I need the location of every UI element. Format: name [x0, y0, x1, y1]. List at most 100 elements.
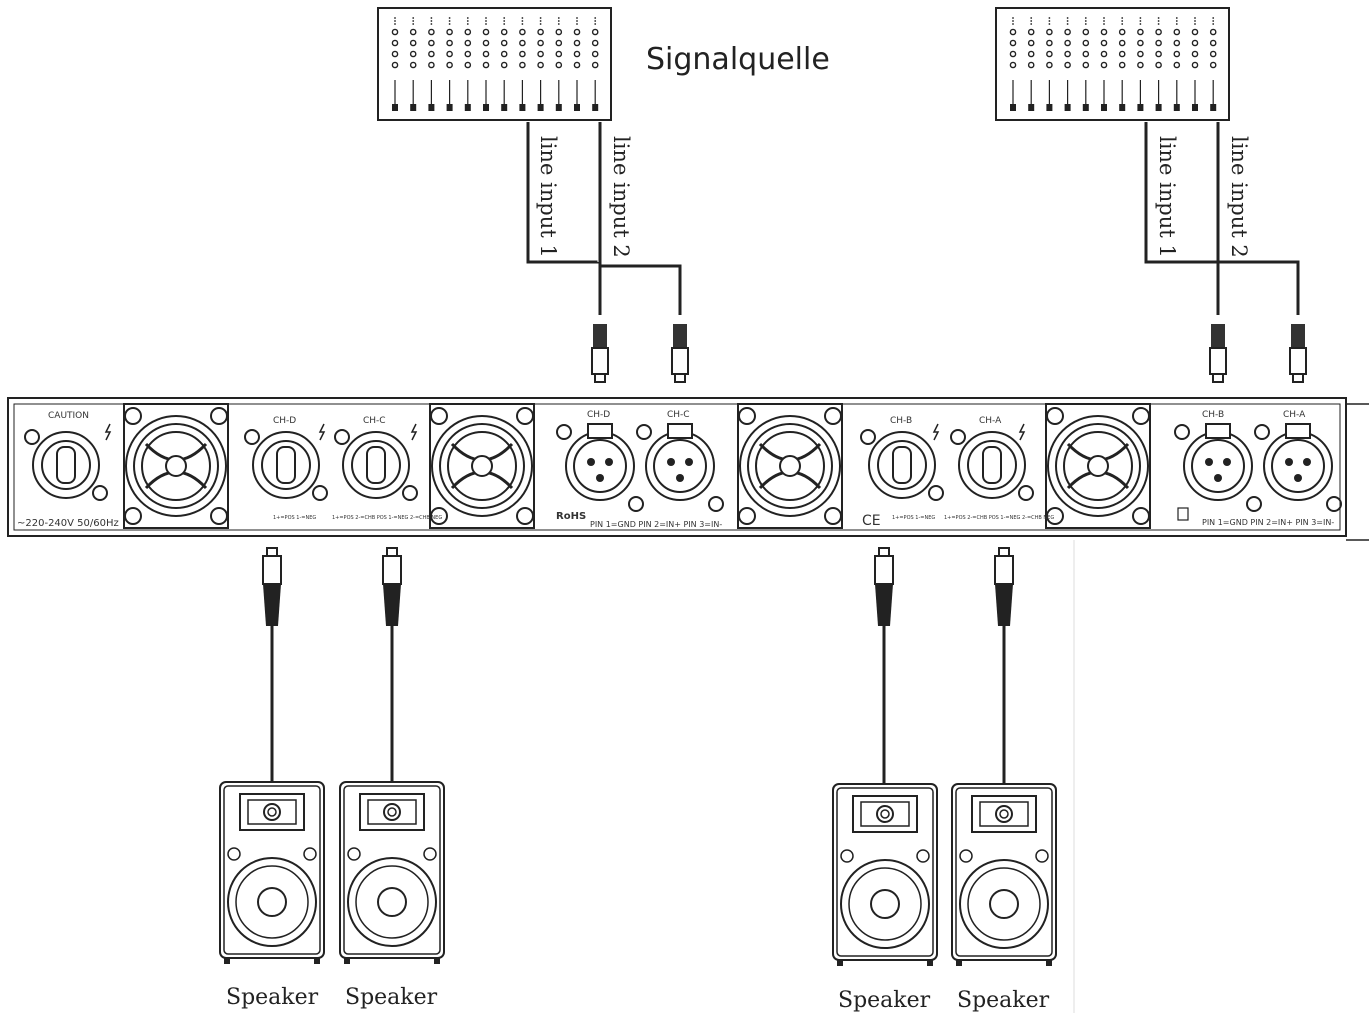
mixer-dot	[1212, 17, 1215, 19]
mixer-knob-icon	[1027, 28, 1035, 36]
mixer-fader-knob	[1173, 104, 1180, 111]
mixer-knob-icon	[1173, 28, 1181, 36]
mixer-fader-knob	[1064, 104, 1071, 111]
mixer-fader-knob	[392, 104, 398, 111]
mixer-knob-icon	[1009, 50, 1017, 58]
mixer-knob-icon	[1064, 50, 1071, 58]
mixer-dot	[557, 17, 560, 19]
mixer-knob-icon	[519, 28, 526, 36]
mixer-dot	[576, 17, 578, 19]
pin-assignment-left: PIN 1=GND PIN 2=IN+ PIN 3=IN-	[590, 520, 722, 529]
mixer-knob-icon	[428, 39, 435, 47]
mixer-dot	[394, 23, 396, 25]
speakon-note-ch-b: 1+=POS 1-=NEG	[892, 515, 935, 521]
mixer-dot	[1066, 17, 1069, 19]
speakon-note-ch-c: 1+=POS 2-=CHB POS 1-=NEG 2-=CHB NEG	[332, 515, 442, 521]
mixer-knob-icon	[1155, 61, 1162, 69]
speakon-plug-icon	[994, 547, 1014, 627]
mixer-dot	[576, 20, 578, 22]
mixer-knob-icon	[1209, 61, 1217, 69]
speakon-label-ch-d: CH-D	[273, 416, 296, 426]
mixer-dot	[1139, 17, 1142, 19]
xlr-plug-icon	[591, 323, 609, 383]
xlr-plug-icon	[1209, 323, 1227, 383]
speakon-label-ch-a: CH-A	[979, 416, 1002, 426]
mixer-fader-knob	[1082, 104, 1089, 111]
mixer-knob-icon	[1173, 39, 1181, 47]
mixer-fader-knob	[428, 104, 435, 111]
mixer-knob-icon	[1209, 28, 1217, 36]
mixer-dot	[394, 20, 396, 22]
mixer-fader-knob	[1155, 104, 1162, 111]
mixer-knob-icon	[573, 50, 581, 58]
mixer-left-channels	[391, 17, 599, 111]
mixer-dot	[1103, 17, 1105, 19]
mixer-dot	[1012, 17, 1014, 19]
mixer-dot	[594, 20, 597, 22]
mixer-knob-icon	[500, 39, 508, 47]
mixer-fader-knob	[574, 104, 580, 111]
mixer-knob-icon	[591, 28, 599, 36]
lightning-icon	[104, 423, 112, 441]
speakon-label-ch-b: CH-B	[890, 416, 912, 426]
mixer-dot	[1194, 23, 1196, 25]
mixer-right	[995, 7, 1230, 121]
mixer-dot	[1121, 17, 1124, 19]
mixer-knob-icon	[1137, 50, 1144, 58]
mixer-dot	[448, 23, 451, 25]
label-line-input-2-right: line input 2	[1227, 136, 1251, 258]
mixer-knob-icon	[1191, 61, 1199, 69]
speaker-icon	[832, 783, 938, 967]
mixer-knob-icon	[1082, 50, 1090, 58]
mixer-dot	[485, 20, 487, 22]
speaker-label: Speaker	[226, 985, 319, 1010]
mixer-dot	[1048, 17, 1051, 19]
mixer-knob-icon	[464, 39, 472, 47]
mixer-knob-icon	[1046, 61, 1053, 69]
speaker-icon	[951, 783, 1057, 967]
mixer-dot	[1194, 17, 1196, 19]
mixer-dot	[466, 23, 469, 25]
mixer-knob-icon	[446, 39, 453, 47]
mixer-fader-knob	[410, 104, 417, 111]
mixer-dot	[448, 17, 451, 19]
speaker-label: Speaker	[957, 988, 1050, 1013]
mixer-dot	[503, 23, 506, 25]
mixer-knob-icon	[1118, 39, 1126, 47]
mixer-knob-icon	[1064, 28, 1071, 36]
speakon-plug-icon	[262, 547, 282, 627]
mixer-knob-icon	[1118, 61, 1126, 69]
mixer-fader-knob	[537, 104, 544, 111]
mixer-right-channels	[1009, 17, 1217, 111]
mixer-knob-icon	[500, 28, 508, 36]
mixer-knob-icon	[1027, 50, 1035, 58]
mixer-dot	[485, 17, 487, 19]
mixer-knob-icon	[464, 50, 472, 58]
mixer-knob-icon	[482, 28, 490, 36]
mixer-fader-knob	[501, 104, 508, 111]
mixer-knob-icon	[482, 61, 490, 69]
mixer-fader-knob	[519, 104, 526, 111]
speakon-note-ch-d: 1+=POS 1-=NEG	[273, 515, 316, 521]
mixer-fader-knob	[592, 104, 599, 111]
mixer-knob-icon	[1137, 28, 1144, 36]
mixer-knob-icon	[591, 50, 599, 58]
mixer-knob-icon	[1155, 39, 1162, 47]
mixer-knob-icon	[1118, 50, 1126, 58]
mixer-knob-icon	[446, 28, 453, 36]
xlr-label-ch-b: CH-B	[1202, 410, 1224, 420]
mixer-knob-icon	[391, 50, 399, 58]
mixer-fader-knob	[1119, 104, 1126, 111]
xlr-label-ch-d: CH-D	[587, 410, 610, 420]
mixer-fader-knob	[483, 104, 489, 111]
mixer-knob-icon	[409, 50, 417, 58]
mixer-knob-icon	[555, 61, 563, 69]
mixer-fader-knob	[1010, 104, 1016, 111]
mixer-knob-icon	[482, 50, 490, 58]
mixer-knob-icon	[391, 61, 399, 69]
mixer-knob-icon	[555, 39, 563, 47]
amplifier-rear-panel: CAUTION ~220-240V 50/60Hz CH-D CH-C CH-B…	[7, 397, 1369, 541]
mixer-knob-icon	[1064, 39, 1071, 47]
xlr-plug-icon	[1289, 323, 1307, 383]
